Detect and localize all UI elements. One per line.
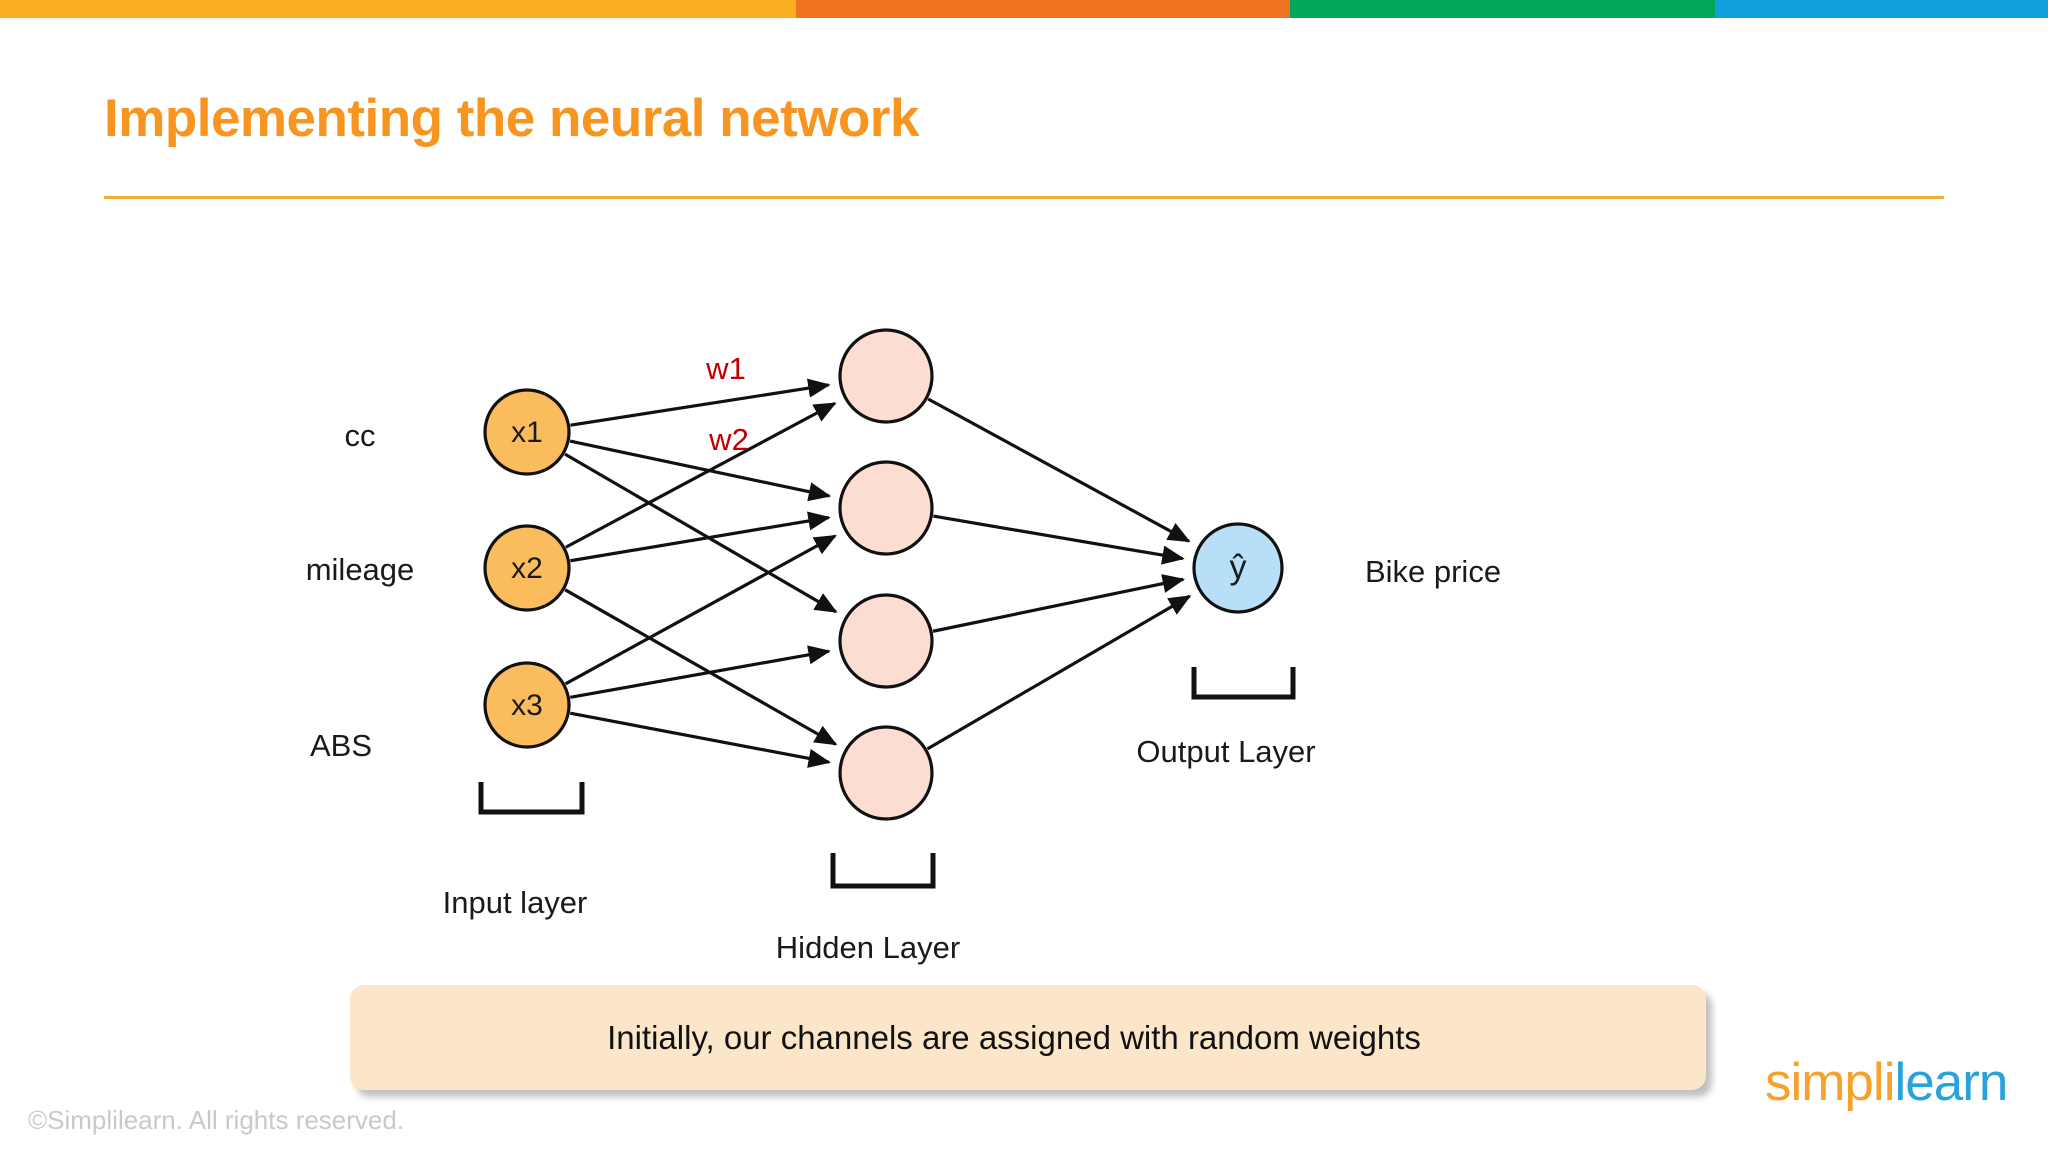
hidden-layer-bracket xyxy=(830,853,936,889)
topbar-segment-blue xyxy=(1715,0,2048,18)
top-color-bar xyxy=(0,0,2048,18)
hidden-node-h3 xyxy=(838,593,934,689)
callout-banner: Initially, our channels are assigned wit… xyxy=(350,985,1706,1090)
hidden-node-h4 xyxy=(838,725,934,821)
edge-h2-to-yhat xyxy=(933,514,1185,565)
feature-label-abs: ABS xyxy=(309,728,373,763)
feature-label-mileage: mileage xyxy=(305,552,415,587)
edge-x3-to-h3 xyxy=(570,645,831,699)
footer-copyright: ©Simplilearn. All rights reserved. xyxy=(28,1105,405,1135)
edge-x3-to-h2 xyxy=(564,534,837,686)
output-node-yhat xyxy=(1192,522,1284,614)
logo-text-learn: learn xyxy=(1894,1053,2008,1112)
weight-label-w1: w1 xyxy=(706,351,746,386)
input-node-x2 xyxy=(483,524,571,612)
logo-text-i: i xyxy=(1883,1053,1896,1112)
input-node-x2-label: x2 xyxy=(511,552,543,585)
edge-h1-to-yhat xyxy=(927,397,1191,543)
input-layer-bracket xyxy=(478,782,585,815)
output-value-label: Bike price xyxy=(1364,554,1502,589)
input-node-x1-label: x1 xyxy=(511,416,543,449)
hidden-node-h2 xyxy=(838,460,934,556)
edge-x1-to-h1 xyxy=(570,378,831,427)
edge-x1-to-h2 xyxy=(569,439,832,502)
output-layer-label: Output Layer xyxy=(1136,734,1316,769)
edge-x2-to-h4 xyxy=(564,588,838,746)
input-node-x3-label: x3 xyxy=(511,689,543,722)
input-layer-label: Input layer xyxy=(442,885,588,920)
input-node-x3 xyxy=(483,661,571,749)
weight-label-w2: w2 xyxy=(709,422,749,457)
edge-x2-to-h1 xyxy=(565,401,837,549)
edge-x1-to-h3 xyxy=(564,452,838,614)
simplilearn-logo: simplilearn xyxy=(1765,1052,2008,1113)
logo-text-simpl: simpl xyxy=(1765,1053,1885,1112)
output-node-yhat-label: ŷ xyxy=(1229,548,1247,587)
input-node-x1 xyxy=(483,388,571,476)
title-underline-rule xyxy=(104,196,1944,199)
edge-x2-to-h2 xyxy=(570,511,831,563)
feature-label-cc: cc xyxy=(344,418,376,453)
hidden-node-h1 xyxy=(838,328,934,424)
edge-x3-to-h4 xyxy=(569,711,831,768)
page-title: Implementing the neural network xyxy=(104,89,919,148)
topbar-segment-green xyxy=(1290,0,1715,18)
hidden-layer-label: Hidden Layer xyxy=(775,930,961,965)
topbar-segment-orange xyxy=(796,0,1290,18)
edge-h3-to-yhat xyxy=(932,574,1186,633)
edge-h4-to-yhat xyxy=(926,594,1192,751)
callout-text: Initially, our channels are assigned wit… xyxy=(607,1018,1421,1056)
output-layer-bracket xyxy=(1191,667,1296,700)
topbar-segment-yellow xyxy=(0,0,796,18)
